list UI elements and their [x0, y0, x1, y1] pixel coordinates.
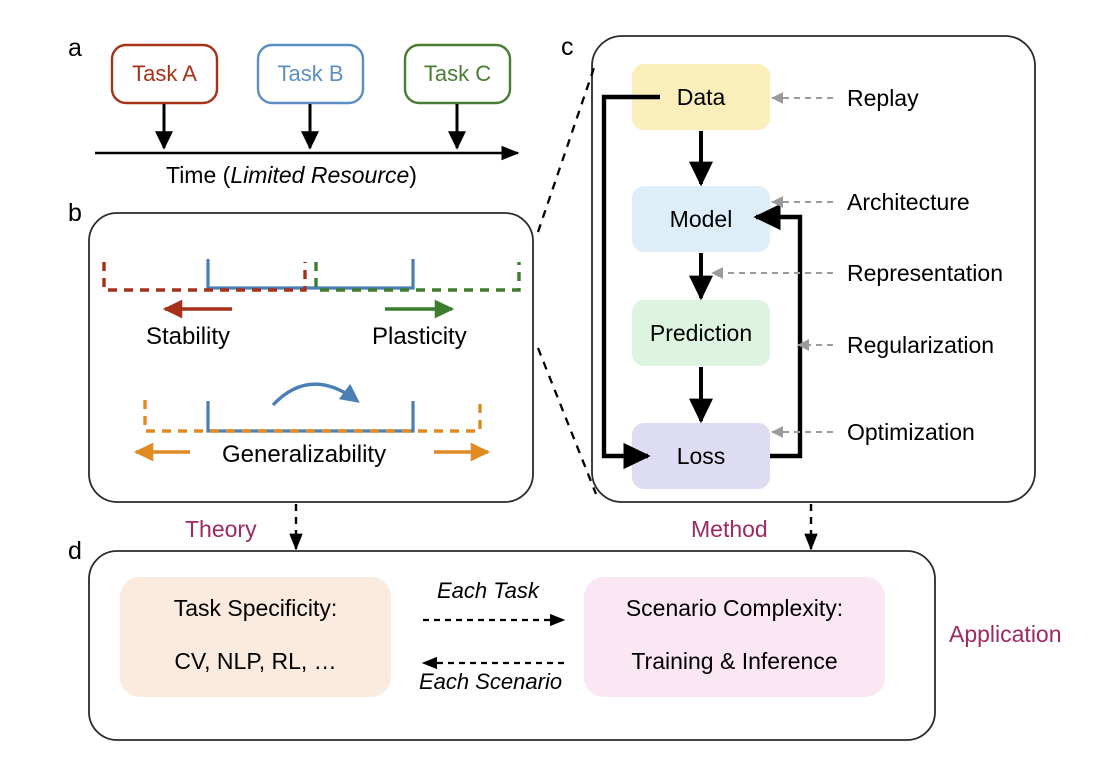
- zoom-connector-bottom: [536, 347, 598, 495]
- annotation-label-replay: Replay: [847, 85, 919, 111]
- time-axis-caption-italic: Limited Resource: [230, 162, 410, 188]
- annotation-label-optimization: Optimization: [847, 419, 975, 445]
- node-box-data: [632, 64, 770, 130]
- panel-c-group: [536, 35, 1036, 503]
- scenario-complexity-box: [584, 577, 885, 697]
- panel-a-group: [95, 43, 520, 161]
- time-axis-caption: Time (Limited Resource): [166, 162, 417, 189]
- annotation-label-architecture: Architecture: [847, 189, 970, 215]
- node-box-model: [632, 186, 770, 252]
- task-box-b: [256, 43, 365, 105]
- task-box-c: [403, 43, 512, 105]
- task-specificity-box: [120, 577, 391, 697]
- stability-plasticity-bracket: [206, 259, 415, 290]
- stability-label: Stability: [146, 323, 231, 350]
- feedback-data-to-loss: [601, 94, 660, 470]
- each-scenario-label: Each Scenario: [419, 669, 563, 694]
- stability-dashed-bracket: [102, 262, 307, 292]
- panel-d-group: [88, 550, 936, 741]
- generalizability-curve-arrow: [271, 382, 360, 407]
- plasticity-label: Plasticity: [372, 323, 467, 350]
- annotation-label-representation: Representation: [847, 260, 1003, 286]
- time-axis-caption-plain: Time (: [166, 162, 231, 188]
- node-box-loss: [632, 423, 770, 489]
- feedback-loss-to-model: [753, 203, 803, 459]
- annotation-label-regularization: Regularization: [847, 332, 995, 358]
- application-label: Application: [949, 621, 1062, 647]
- node-box-prediction: [632, 300, 770, 366]
- each-task-label: Each Task: [437, 578, 539, 603]
- panel-letter-d: d: [68, 537, 82, 565]
- generalizability-dashed-bracket: [143, 400, 482, 433]
- time-axis-caption-close: ): [409, 162, 417, 188]
- panel-letter-b: b: [68, 199, 82, 227]
- plasticity-dashed-bracket: [314, 262, 521, 292]
- panel-letter-a: a: [68, 34, 82, 62]
- method-label: Method: [691, 516, 768, 542]
- theory-label: Theory: [185, 516, 257, 542]
- panel-b-group: [88, 212, 534, 503]
- zoom-connector-top: [536, 61, 598, 233]
- task-box-a: [110, 43, 219, 105]
- generalizability-label: Generalizability: [222, 441, 387, 468]
- panel-letter-c: c: [561, 33, 574, 61]
